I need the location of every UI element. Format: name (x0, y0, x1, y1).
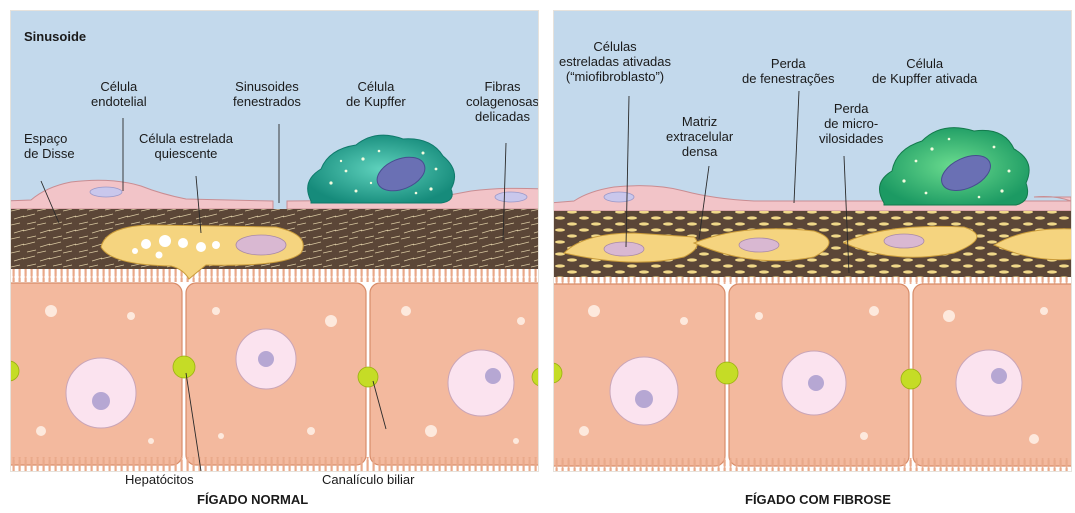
dense-matrix-label-line1: Matriz (666, 114, 733, 129)
microvilli (11, 269, 538, 282)
canaliculus-label: Canalículo biliar (322, 472, 415, 487)
fenestration-loss-label-line1: Perda (742, 56, 835, 71)
disse-label: Espaço de Disse (24, 131, 75, 161)
stellate-label-line1: Célula estrelada (139, 131, 233, 146)
endothelial-label-line2: endotelial (91, 94, 147, 109)
activated-stellate-label-line2: estreladas ativadas (559, 54, 671, 69)
microvilli-loss-label-line3: vilosidades (819, 131, 883, 146)
stellate-label: Célula estrelada quiescente (139, 131, 233, 161)
disse-label-line1: Espaço (24, 131, 75, 146)
stellate-label-line2: quiescente (139, 146, 233, 161)
dense-matrix-label-line2: extracelular (666, 129, 733, 144)
normal-liver-panel: Sinusoide Célula endotelial Sinusoides f… (10, 10, 539, 472)
endothelial-label-line1: Célula (91, 79, 147, 94)
reduced-microvilli (554, 277, 1071, 284)
endothelial-nucleus-fibrosis (604, 192, 634, 202)
fibrotic-liver-panel: Células estreladas ativadas (“miofibrobl… (553, 10, 1072, 472)
endothelial-nucleus (90, 187, 122, 197)
hepatocytes-label: Hepatócitos (125, 472, 194, 487)
normal-liver-caption: FÍGADO NORMAL (197, 492, 308, 507)
kupffer-label: Célula de Kupffer (346, 79, 406, 109)
collagen-label: Fibras colagenosas delicadas (466, 79, 539, 124)
microvilli-loss-label: Perda de micro- vilosidades (819, 101, 883, 146)
dense-matrix-label-line3: densa (666, 144, 733, 159)
disse-label-line2: de Disse (24, 146, 75, 161)
microvilli-loss-label-line1: Perda (819, 101, 883, 116)
activated-kupffer-label: Célula de Kupffer ativada (872, 56, 977, 86)
activated-stellate-label-line1: Células (559, 39, 671, 54)
endothelial-nucleus-right (495, 192, 527, 202)
basal-microvilli-fibrosis (554, 458, 1071, 471)
sinusoid-label: Sinusoide (24, 29, 86, 44)
fenestration-loss-label-line2: de fenestrações (742, 71, 835, 86)
kupffer-label-line1: Célula (346, 79, 406, 94)
activated-kupffer-label-line1: Célula (872, 56, 977, 71)
fenestrated-label: Sinusoides fenestrados (233, 79, 301, 109)
collagen-label-line3: delicadas (466, 109, 539, 124)
kupffer-label-line2: de Kupffer (346, 94, 406, 109)
fenestrated-label-line2: fenestrados (233, 94, 301, 109)
activated-stellate-label-line3: (“miofibroblasto”) (559, 69, 671, 84)
activated-stellate-label: Células estreladas ativadas (“miofibrobl… (559, 39, 671, 84)
fenestration-loss-label: Perda de fenestrações (742, 56, 835, 86)
fenestrated-label-line1: Sinusoides (233, 79, 301, 94)
collagen-label-line2: colagenosas (466, 94, 539, 109)
collagen-label-line1: Fibras (466, 79, 539, 94)
endothelial-label: Célula endotelial (91, 79, 147, 109)
microvilli-loss-label-line2: de micro- (819, 116, 883, 131)
fibrotic-liver-caption: FÍGADO COM FIBROSE (745, 492, 891, 507)
basal-microvilli (11, 457, 538, 471)
activated-kupffer-label-line2: de Kupffer ativada (872, 71, 977, 86)
dense-matrix-label: Matriz extracelular densa (666, 114, 733, 159)
stellate-nucleus (236, 235, 286, 255)
